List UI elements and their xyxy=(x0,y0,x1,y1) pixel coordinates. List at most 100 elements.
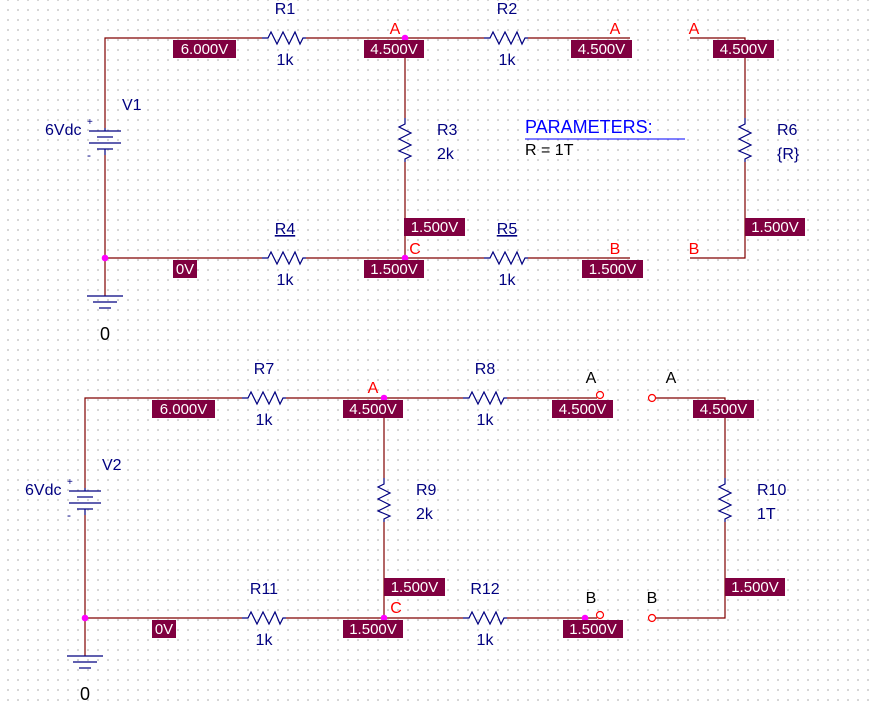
resistor-r8[interactable] xyxy=(463,390,507,406)
voltage-tag[interactable]: 1.500V xyxy=(745,218,805,236)
junction-dot xyxy=(380,614,388,622)
resistor-value-label: 2k xyxy=(437,146,455,163)
resistor-name-label: R11 xyxy=(250,581,278,598)
source-plus-sign: + xyxy=(67,477,73,488)
source-value-label: 6Vdc xyxy=(45,122,81,139)
voltage-tag[interactable]: 1.500V xyxy=(404,218,465,236)
voltage-tag[interactable]: 4.500V xyxy=(552,400,613,418)
wire[interactable] xyxy=(84,397,242,488)
resistor-r4[interactable] xyxy=(262,250,306,266)
labels-top: R1 1k R2 1k R3 2k R4 1k R5 1k R6 {R} V1 … xyxy=(45,1,800,344)
voltage-tags-bottom: 6.000V 4.500V 4.500V 4.500V 1.500V 1.500… xyxy=(152,400,785,638)
junction-dot xyxy=(401,254,409,262)
svg-text:4.500V: 4.500V xyxy=(349,401,397,418)
net-alias-a: A xyxy=(586,370,597,387)
voltage-tag[interactable]: 4.500V xyxy=(343,400,403,418)
offpage-connector[interactable] xyxy=(647,613,657,623)
dc-source-v1[interactable] xyxy=(89,128,121,155)
svg-text:6.000V: 6.000V xyxy=(181,41,229,58)
voltage-tag[interactable]: 1.500V xyxy=(725,578,785,596)
ground-symbol[interactable] xyxy=(87,295,123,309)
offpage-connector[interactable] xyxy=(595,610,605,620)
net-alias-a: A xyxy=(689,21,700,38)
resistor-r5[interactable] xyxy=(484,250,528,266)
ground-symbol[interactable] xyxy=(67,655,103,669)
source-value-label: 6Vdc xyxy=(25,482,61,499)
net-alias-b: B xyxy=(647,590,658,607)
source-name-label: V1 xyxy=(122,97,142,114)
wire[interactable] xyxy=(655,522,726,619)
svg-text:4.500V: 4.500V xyxy=(578,41,626,58)
svg-text:4.500V: 4.500V xyxy=(370,41,418,58)
dc-source-v2[interactable] xyxy=(69,488,101,515)
svg-text:1.500V: 1.500V xyxy=(370,261,418,278)
voltage-tag[interactable]: 1.500V xyxy=(563,620,623,638)
resistor-name-label: R1 xyxy=(275,1,296,18)
resistor-value-label: 1T xyxy=(757,506,776,523)
svg-text:1.500V: 1.500V xyxy=(731,579,779,596)
voltage-tag[interactable]: 0V xyxy=(152,620,176,638)
junction-dot xyxy=(380,394,388,402)
labels-bottom: R7 1k R8 1k R9 2k R10 1T R11 1k R12 1k V… xyxy=(25,361,786,704)
offpage-connector[interactable] xyxy=(595,390,605,400)
resistor-r9[interactable] xyxy=(376,478,392,522)
resistor-value-label: 1k xyxy=(256,412,274,429)
net-alias-a: A xyxy=(610,21,621,38)
source-minus-sign: - xyxy=(67,508,71,522)
resistor-value-label: {R} xyxy=(777,146,800,163)
ground-label: 0 xyxy=(80,684,90,704)
wire[interactable] xyxy=(655,397,726,478)
voltage-tag[interactable]: 4.500V xyxy=(693,400,754,418)
voltage-tag[interactable]: 0V xyxy=(173,260,197,278)
voltage-tag[interactable]: 1.500V xyxy=(343,620,403,638)
resistor-r10[interactable] xyxy=(717,478,733,522)
resistor-r7[interactable] xyxy=(242,390,286,406)
resistor-r2[interactable] xyxy=(484,30,528,46)
resistor-name-label: R7 xyxy=(254,361,275,378)
svg-text:1.500V: 1.500V xyxy=(569,621,617,638)
resistor-name-label: R3 xyxy=(437,122,458,139)
net-alias-c: C xyxy=(409,241,421,258)
parameters-entry: R = 1T xyxy=(525,142,574,159)
svg-text:4.500V: 4.500V xyxy=(559,401,607,418)
resistor-name-label: R9 xyxy=(416,482,437,499)
voltage-tag[interactable]: 6.000V xyxy=(152,400,215,418)
resistor-r6[interactable] xyxy=(737,118,753,162)
net-alias-c: C xyxy=(390,600,402,617)
circuit-bottom xyxy=(67,390,733,669)
resistor-name-label: R5 xyxy=(497,221,518,238)
wire[interactable] xyxy=(690,162,746,259)
voltage-tag[interactable]: 4.500V xyxy=(713,40,774,58)
wires-bottom xyxy=(84,397,726,656)
voltage-tag[interactable]: 4.500V xyxy=(364,40,424,58)
voltage-tag[interactable]: 4.500V xyxy=(571,40,632,58)
voltage-tag[interactable]: 1.500V xyxy=(364,260,424,278)
resistor-r11[interactable] xyxy=(242,610,286,626)
wire[interactable] xyxy=(104,37,262,128)
voltage-tag[interactable]: 1.500V xyxy=(384,578,445,596)
resistor-r12[interactable] xyxy=(463,610,507,626)
voltage-tag[interactable]: 6.000V xyxy=(173,40,236,58)
resistor-name-label: R8 xyxy=(475,361,496,378)
resistor-value-label: 1k xyxy=(477,412,495,429)
wire[interactable] xyxy=(690,37,746,118)
resistor-value-label: 1k xyxy=(277,52,295,69)
source-minus-sign: - xyxy=(87,148,91,162)
resistor-value-label: 1k xyxy=(277,272,295,289)
resistor-name-label: R6 xyxy=(777,122,798,139)
parameters-title: PARAMETERS: xyxy=(525,117,653,137)
wires-top xyxy=(104,37,746,296)
voltage-tag[interactable]: 1.500V xyxy=(582,260,643,278)
junction-dot xyxy=(81,614,89,622)
net-alias-a: A xyxy=(368,380,379,397)
resistor-r3[interactable] xyxy=(397,118,413,162)
net-alias-b: B xyxy=(610,241,621,258)
resistor-name-label: R4 xyxy=(275,221,296,238)
svg-text:0V: 0V xyxy=(155,621,173,638)
junction-dot xyxy=(581,614,589,622)
svg-text:1.500V: 1.500V xyxy=(751,219,799,236)
svg-text:6.000V: 6.000V xyxy=(160,401,208,418)
offpage-connector[interactable] xyxy=(647,393,657,403)
resistor-r1[interactable] xyxy=(262,30,306,46)
